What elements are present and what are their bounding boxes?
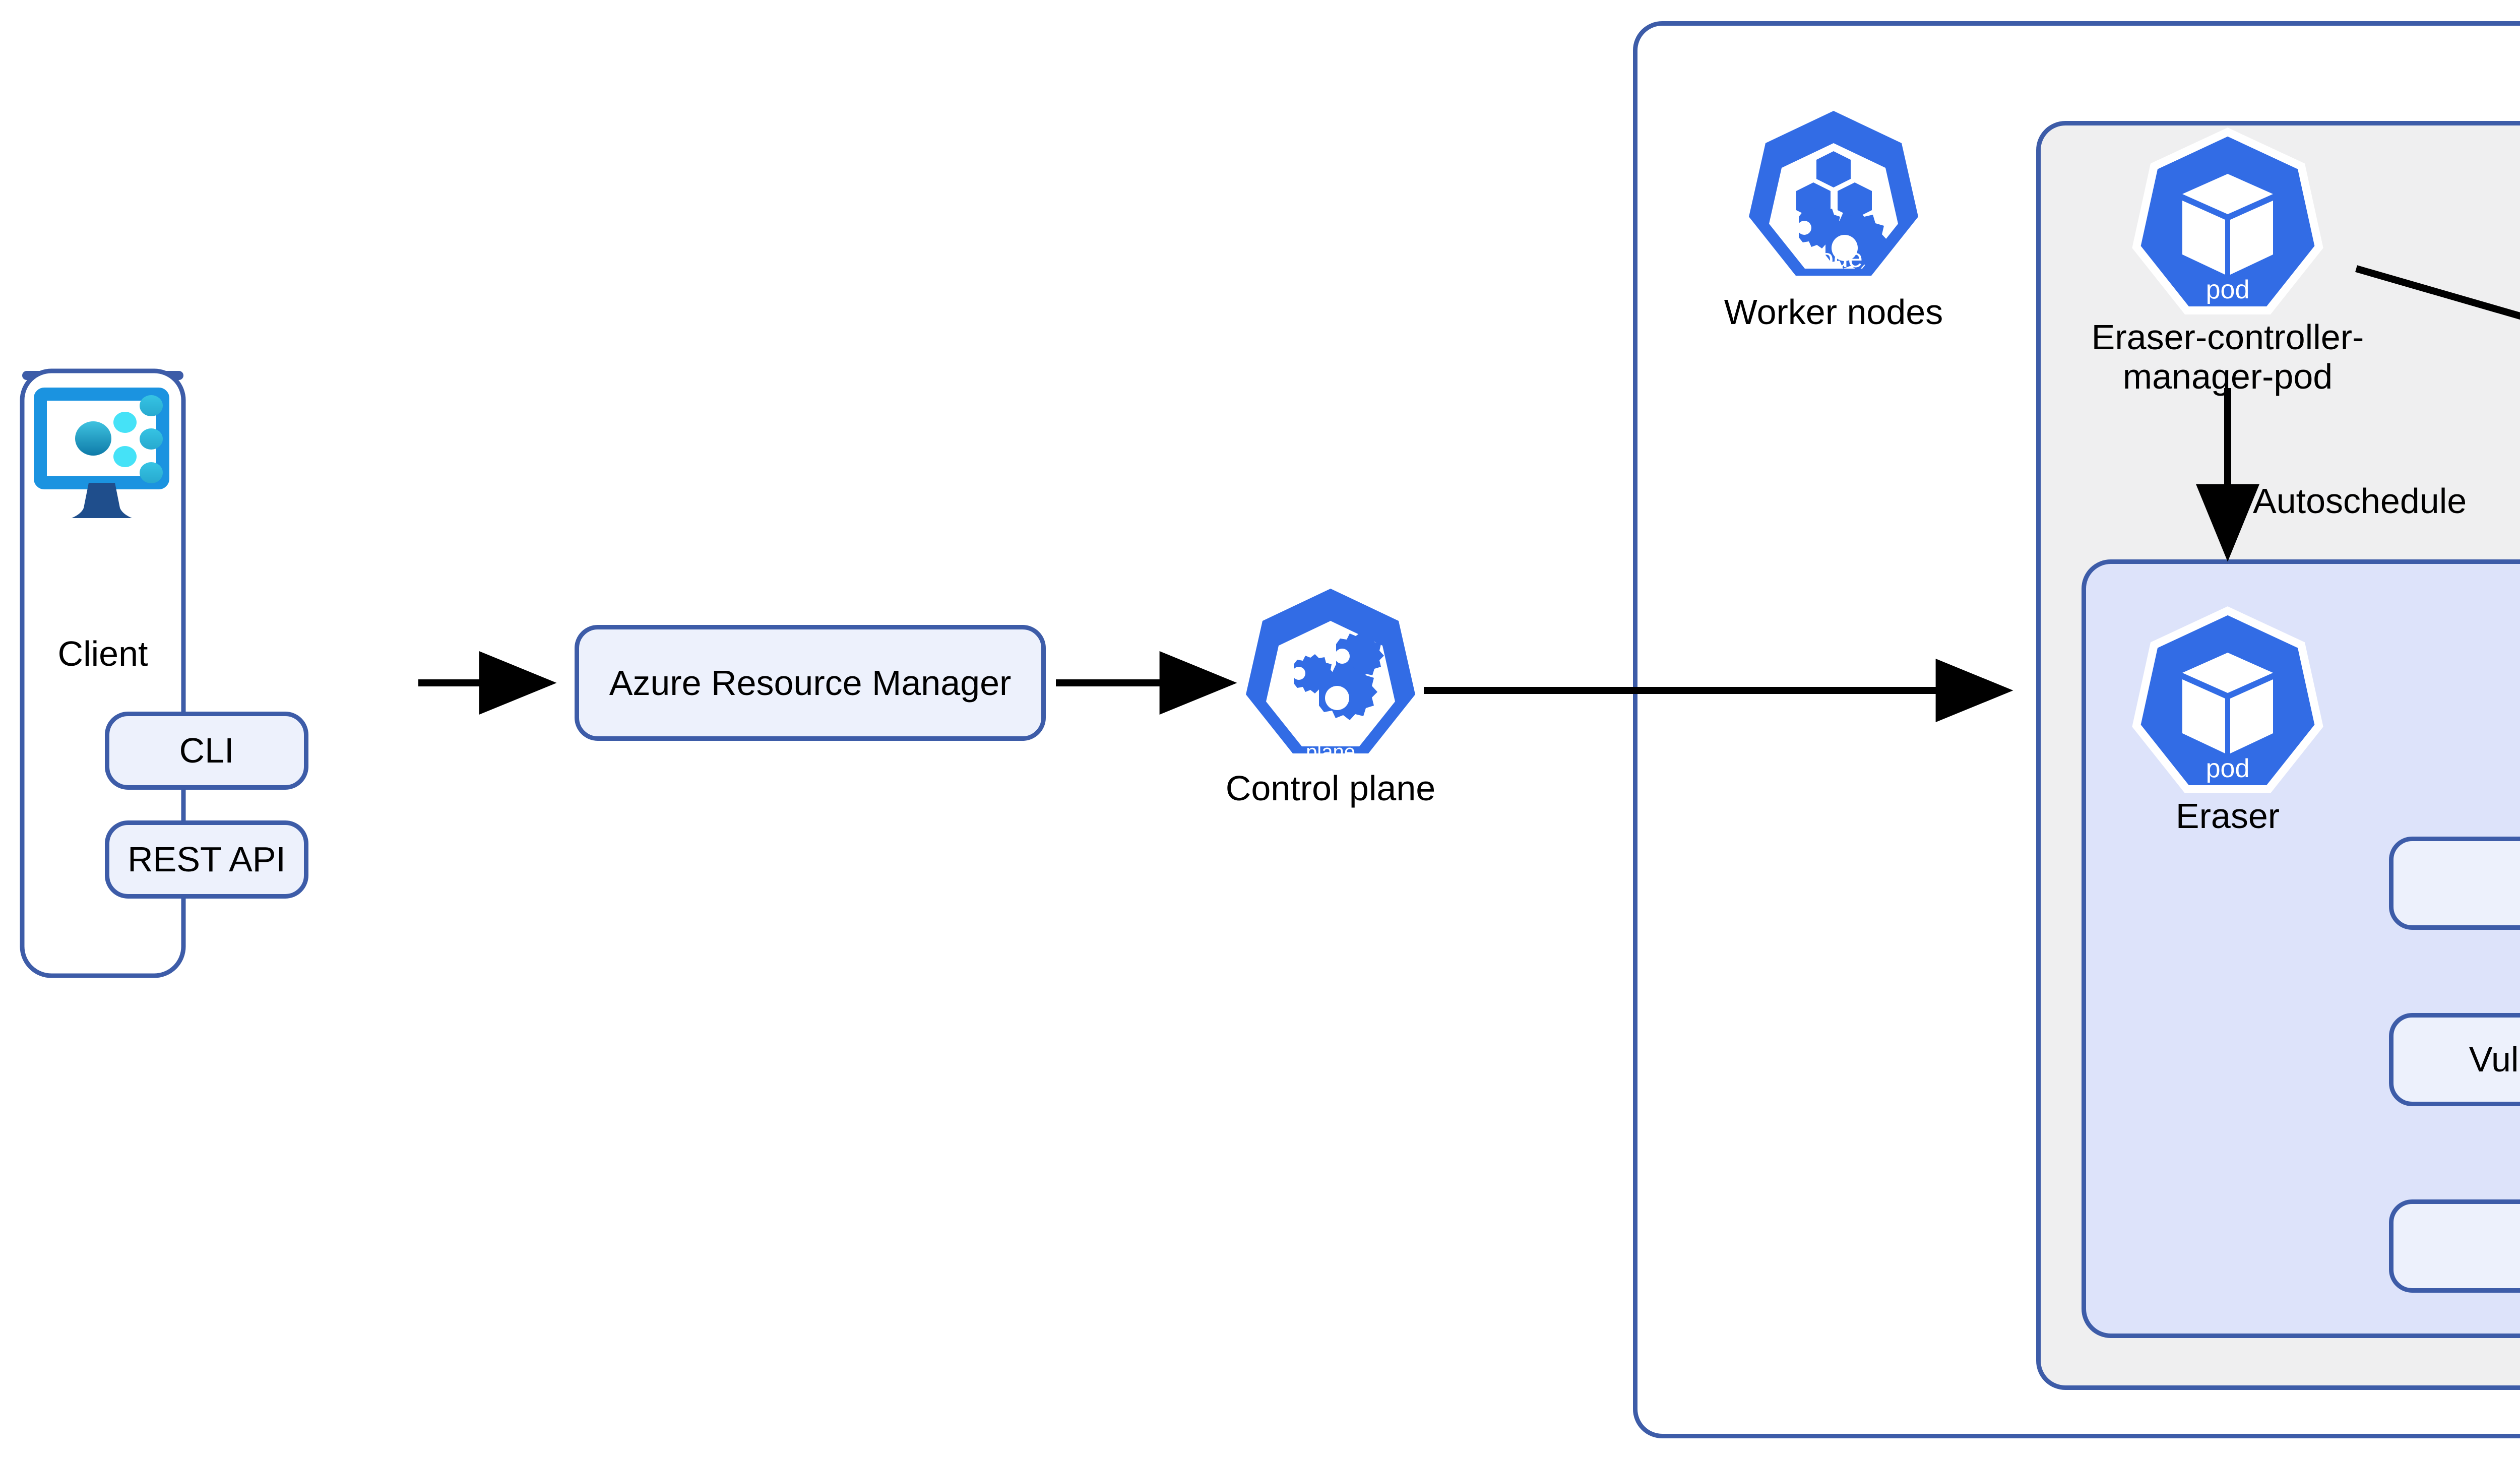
pipeline-step-remover[interactable]: Remover [2389,1199,2520,1293]
worker-nodes-caption: Worker nodes [1724,292,1943,332]
eraser-pod-caption: Eraser [2175,796,2280,836]
control-plane-icon-label-line2: plane [1306,741,1355,763]
rest-api-button[interactable]: REST API [105,820,308,899]
eraser-controller-caption: Eraser-controller- manager-pod [2091,318,2364,397]
control-plane-icon-label-line1: control [1300,723,1361,745]
client-label: Client [57,634,148,673]
cli-button[interactable]: CLI [105,712,308,790]
azure-resource-manager-box[interactable]: Azure Resource Manager [575,625,1046,741]
autoschedule-label: Autoschedule [2253,481,2467,521]
control-plane-caption: Control plane [1225,769,1436,808]
client-monitor-icon [34,388,169,518]
pipeline-step-vulnerability-scanner[interactable]: Vulnerability scanner [2389,1013,2520,1106]
client-panel [22,371,183,380]
pipeline-step-collector[interactable]: Collector [2389,837,2520,930]
control-plane-icon: control plane [1246,589,1415,763]
